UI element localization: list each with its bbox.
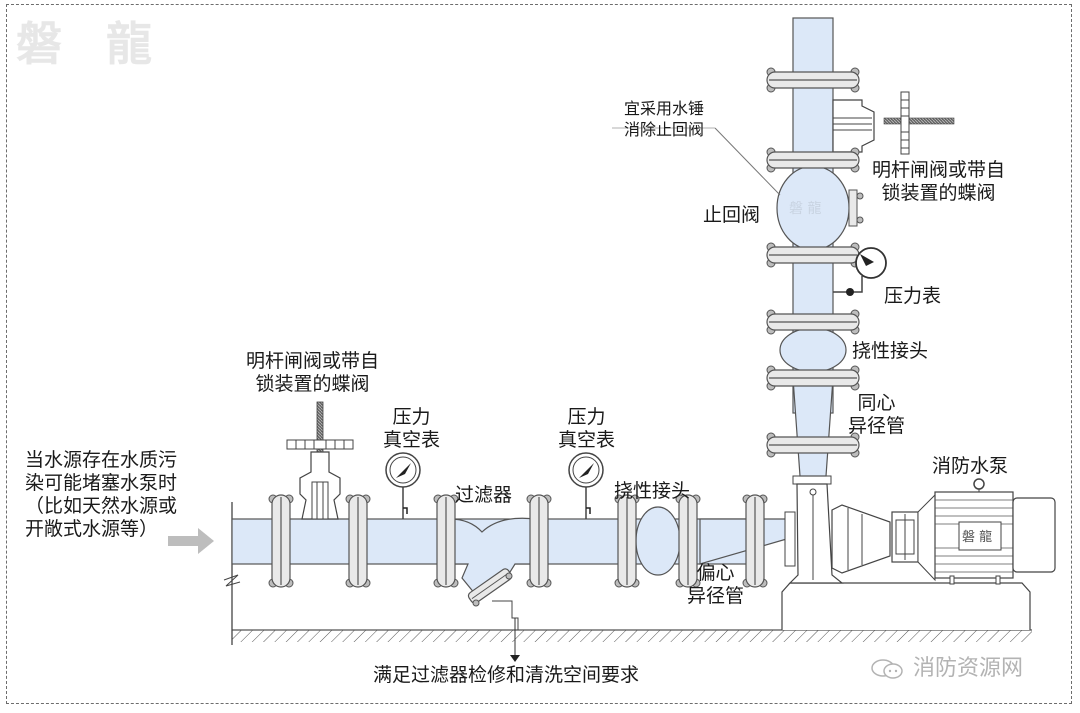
- suction-gate-valve: [286, 401, 354, 520]
- brand-logo: 磐 龍: [16, 17, 167, 71]
- check-valve-leader: [714, 127, 781, 196]
- label-suction-gauge-2: 压力 真空表: [558, 406, 616, 451]
- label-suction-gauge-1: 压力 真空表: [383, 406, 441, 451]
- coupling: [891, 511, 919, 563]
- check-valve-logo: 磐 龍: [789, 201, 822, 217]
- label-pressure-gauge: 压力表: [884, 285, 942, 307]
- motor: [917, 478, 1056, 585]
- label-suction-flex-joint: 挠性接头: [614, 480, 691, 502]
- y-strainer: [449, 517, 536, 607]
- motor-nameplate: 磐 龍: [962, 530, 993, 545]
- label-discharge-flex-joint: 挠性接头: [852, 340, 929, 362]
- label-maintenance-note: 满足过滤器检修和清洗空间要求: [373, 664, 640, 686]
- watermark: 消防资源网: [870, 650, 1023, 682]
- suction-gauge-2: [568, 452, 604, 519]
- label-filter: 过滤器: [455, 484, 513, 506]
- label-discharge-valve: 明杆闸阀或带自 锁装置的蝶阀: [872, 159, 1006, 204]
- flow-arrow: [168, 528, 214, 554]
- discharge-gate-valve: [832, 91, 955, 155]
- label-water-source-note: 当水源存在水质污 染可能堵塞水泵时 （比如天然水源或 开敞式水源等）: [25, 449, 178, 540]
- label-suction-valve: 明杆闸阀或带自 锁装置的蝶阀: [246, 350, 380, 395]
- pump-base: [781, 582, 1031, 630]
- wechat-icon: [871, 659, 903, 679]
- suction-gauge-1: [385, 452, 421, 519]
- label-check-valve: 止回阀: [703, 204, 761, 226]
- dashed-frame: [6, 4, 1072, 704]
- suction-flexible-joint: [635, 506, 681, 576]
- watermark-text: 消防资源网: [913, 656, 1024, 681]
- ground-hatch: [232, 629, 1032, 642]
- label-concentric-reducer: 同心 异径管: [848, 392, 906, 437]
- fire-pump-casing: [784, 475, 891, 584]
- label-fire-pump: 消防水泵: [932, 455, 1009, 477]
- discharge-pressure-gauge: [833, 247, 887, 296]
- label-eccentric-reducer: 偏心 异径管: [687, 562, 745, 607]
- label-check-valve-note: 宜采用水锤 消除止回阀: [624, 99, 705, 139]
- maintenance-dimension: [492, 600, 520, 662]
